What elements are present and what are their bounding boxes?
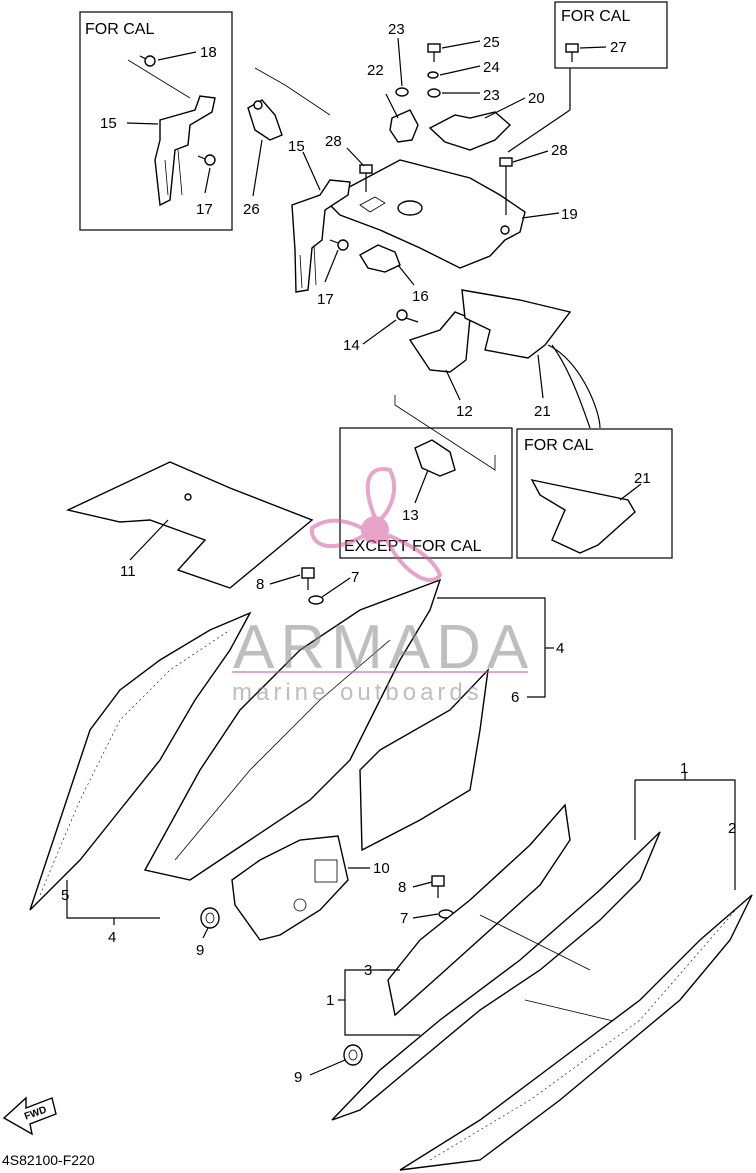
part-washer-24	[427, 71, 439, 79]
part-number-labels: 18 15 17 26 23 25 22 24 23 20 27 28 28 1…	[61, 21, 736, 1086]
part-clamp-26	[247, 99, 283, 141]
part-plate-19	[323, 159, 526, 269]
part-clamp-13	[414, 439, 456, 477]
label-15: 15	[288, 138, 305, 155]
label-23-mid: 23	[483, 87, 500, 104]
part-bracket-15-cal	[127, 59, 216, 207]
part-collar-23-right	[427, 88, 441, 98]
part-screw-17-cal	[197, 154, 216, 166]
part-grommet-9-right	[343, 1044, 363, 1066]
label-11: 11	[120, 563, 136, 580]
label-1-top: 1	[680, 760, 688, 777]
box-for-cal-top-right: FOR CAL	[554, 1, 668, 69]
part-bolt-25	[427, 43, 441, 62]
part-bracket-12	[408, 311, 471, 373]
part-cover-2	[399, 894, 753, 1171]
part-bracket-10	[231, 835, 349, 941]
part-cover-4	[143, 578, 442, 881]
label-20: 20	[528, 90, 545, 107]
part-bolt-8-upper	[301, 567, 315, 590]
label-4-right: 4	[556, 640, 564, 657]
label-19: 19	[561, 206, 578, 223]
part-bracket-15	[291, 179, 351, 293]
label-7-upper: 7	[351, 569, 359, 586]
box-for-cal-top-left: FOR CAL	[79, 11, 233, 231]
part-bolt-14	[396, 309, 419, 323]
part-insulator-20	[428, 111, 512, 151]
part-screw-17	[329, 239, 349, 251]
watermark-brand: ARMADA	[233, 613, 534, 682]
part-collar-23-left	[395, 87, 409, 97]
part-pad-21-cal	[530, 479, 636, 554]
part-pad-11	[65, 461, 314, 589]
label-9-left: 9	[196, 942, 204, 959]
label-8-lower: 8	[398, 879, 406, 896]
label-9-right: 9	[294, 1069, 302, 1086]
part-bolt-27	[565, 43, 579, 62]
label-24: 24	[483, 59, 500, 76]
label-21: 21	[534, 403, 551, 420]
part-grommet-9-left	[200, 907, 220, 929]
part-clamp-16	[359, 244, 401, 273]
part-cover-5-left	[29, 611, 252, 911]
label-17: 17	[317, 291, 334, 308]
label-3: 3	[364, 962, 372, 979]
part-bolt-8-lower	[431, 875, 445, 898]
label-17-cal: 17	[196, 201, 213, 218]
part-screw-18	[139, 55, 156, 67]
propeller-logo	[309, 467, 443, 582]
label-2: 2	[728, 820, 736, 837]
label-21-cal: 21	[634, 470, 651, 487]
watermark-tagline: marine outboards	[232, 679, 483, 706]
part-pad-21	[461, 289, 572, 359]
part-washer-7-upper	[308, 595, 324, 605]
label-4-left: 4	[108, 929, 116, 946]
label-1-lower: 1	[326, 992, 334, 1009]
box-title: FOR CAL	[85, 21, 154, 38]
armada-watermark: ARMADA marine outboards	[232, 467, 534, 706]
box-for-cal-right: FOR CAL	[516, 428, 673, 559]
label-25: 25	[483, 34, 500, 51]
part-bolt-28-left	[359, 164, 373, 192]
part-pad-6	[359, 667, 489, 852]
box-title: FOR CAL	[524, 437, 593, 454]
label-28-left: 28	[325, 133, 342, 150]
label-27: 27	[610, 39, 627, 56]
label-7-lower: 7	[400, 910, 408, 927]
part-bracket-22	[389, 109, 419, 143]
label-10: 10	[373, 860, 390, 877]
part-bolt-28-right	[499, 157, 513, 215]
label-26: 26	[243, 201, 260, 218]
label-13: 13	[402, 507, 419, 524]
diagram-code: 4S82100-F220	[2, 1152, 95, 1168]
label-15-cal: 15	[100, 115, 117, 132]
label-18: 18	[200, 44, 217, 61]
label-5-left: 5	[61, 887, 69, 904]
fwd-arrow: FWD	[2, 1096, 57, 1136]
part-pad-3	[387, 803, 571, 1017]
box-title: FOR CAL	[561, 8, 630, 25]
label-6: 6	[511, 689, 519, 706]
label-16: 16	[412, 288, 429, 305]
label-28-right: 28	[551, 142, 568, 159]
label-12: 12	[456, 403, 473, 420]
label-14: 14	[343, 337, 360, 354]
label-23-top: 23	[388, 21, 405, 38]
label-8-upper: 8	[256, 576, 264, 593]
label-22: 22	[367, 62, 384, 79]
leader-lines	[66, 37, 736, 1076]
